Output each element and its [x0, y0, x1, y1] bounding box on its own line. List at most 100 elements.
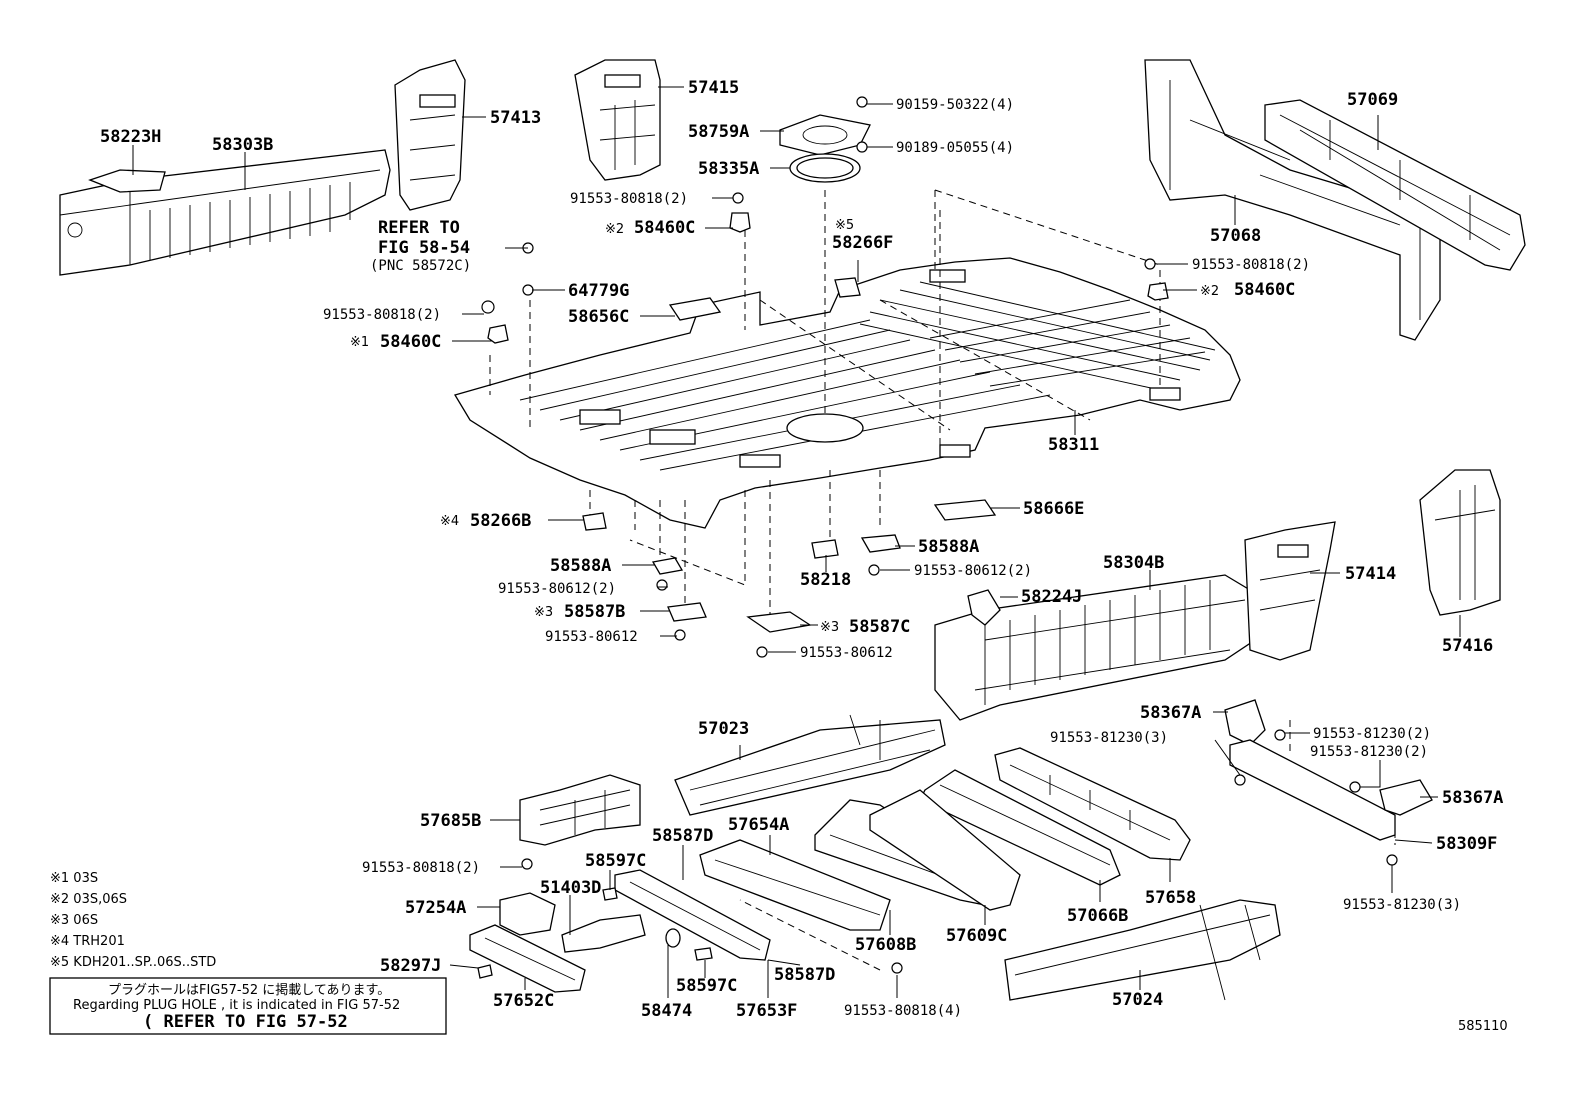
rail-57069	[1264, 99, 1526, 271]
label-57416: 57416	[1442, 636, 1493, 656]
bracket-58367A-b	[1379, 779, 1433, 816]
label-58367A-top: 58367A	[1140, 703, 1201, 723]
label-58303B: 58303B	[212, 135, 273, 155]
rail-57652C	[469, 924, 586, 993]
label-58666E: 58666E	[1023, 499, 1084, 519]
label-58224J: 58224J	[1021, 587, 1082, 607]
bolt-icons	[481, 96, 1398, 974]
label-91553-80612-right: 91553-80612	[800, 645, 893, 661]
label-57609C: 57609C	[946, 926, 1007, 946]
label-58335A: 58335A	[698, 159, 759, 179]
label-58597C-bottom: 58597C	[676, 976, 737, 996]
bracket-58367A-a	[1224, 699, 1266, 746]
label-57653F: 57653F	[736, 1001, 797, 1021]
label-57413: 57413	[490, 108, 541, 128]
bracket-51403D	[561, 914, 646, 953]
label-58304B: 58304B	[1103, 553, 1164, 573]
label-58588A-left: 58588A	[550, 556, 611, 576]
bracket-58266F	[834, 277, 861, 298]
label-57654A: 57654A	[728, 815, 789, 835]
assembly-lines	[489, 189, 1396, 971]
label-58311: 58311	[1048, 435, 1099, 455]
label-91553-81230-2-top: 91553-81230(2)	[1313, 726, 1431, 742]
mark-2-right: ※2	[1200, 284, 1219, 299]
label-91553-80818-2-lower: 91553-80818(2)	[362, 860, 480, 876]
label-58266F: 58266F	[832, 233, 893, 253]
label-91553-80818-left: 91553-80818(2)	[323, 307, 441, 323]
legend-item-4: ※4 TRH201	[50, 934, 125, 949]
label-57066B: 57066B	[1067, 906, 1128, 926]
label-58460C-left: 58460C	[380, 332, 441, 352]
cross-member-58303B	[59, 149, 391, 276]
label-58587D-left: 58587D	[652, 826, 713, 846]
mark-2-top: ※2	[605, 222, 624, 237]
label-58297J: 58297J	[380, 956, 441, 976]
rail-57023	[674, 714, 946, 816]
label-57254A: 57254A	[405, 898, 466, 918]
bracket-57254A	[499, 892, 556, 936]
label-58587D-right: 58587D	[774, 965, 835, 985]
legend-item-2: ※2 03S,06S	[50, 892, 127, 907]
label-58656C: 58656C	[568, 307, 629, 327]
label-91553-80612-2-left: 91553-80612(2)	[498, 581, 616, 597]
label-57414: 57414	[1345, 564, 1396, 584]
pillar-57414	[1244, 521, 1336, 661]
bracket-58666E	[933, 499, 997, 521]
mark-1: ※1	[350, 335, 369, 350]
bracket-58223H	[88, 169, 166, 193]
mark-5: ※5	[835, 218, 854, 233]
label-57415: 57415	[688, 78, 739, 98]
label-57023: 57023	[698, 719, 749, 739]
label-58587B: 58587B	[564, 602, 625, 622]
refer-line1: REFER TO	[378, 218, 460, 238]
pillar-57413	[394, 59, 466, 211]
label-57068: 57068	[1210, 226, 1261, 246]
label-58474: 58474	[641, 1001, 692, 1021]
label-91553-80612-left: 91553-80612	[545, 629, 638, 645]
label-91553-81230-2-mid: 91553-81230(2)	[1310, 744, 1428, 760]
label-57608B: 57608B	[855, 935, 916, 955]
legend-item-5: ※5 KDH201..SP..06S..STD	[50, 955, 216, 970]
label-58759A: 58759A	[688, 122, 749, 142]
brackets-58460C	[487, 212, 1169, 344]
label-91553-81230-3-bottom: 91553-81230(3)	[1343, 897, 1461, 913]
label-90189-05055: 90189-05055(4)	[896, 140, 1014, 156]
label-58460C-top: 58460C	[634, 218, 695, 238]
label-91553-80818-top: 91553-80818(2)	[570, 191, 688, 207]
label-58597C-top: 58597C	[585, 851, 646, 871]
cover-58759A	[779, 114, 871, 156]
leader-lines	[132, 86, 1461, 998]
note-box: プラグホールはFIG57-52 に掲載してあります。 Regarding PLU…	[49, 977, 447, 1035]
label-58587C: 58587C	[849, 617, 910, 637]
note-en: Regarding PLUG HOLE , it is indicated in…	[73, 998, 400, 1013]
label-57685B: 57685B	[420, 811, 481, 831]
legend-item-3: ※3 06S	[50, 913, 98, 928]
note-jp: プラグホールはFIG57-52 に掲載してあります。	[108, 982, 390, 998]
label-58588A-right: 58588A	[918, 537, 979, 557]
plates-small	[651, 534, 901, 633]
part-labels: 58223H 58303B 57413 57415 58759A 58335A …	[100, 78, 1503, 1021]
label-91553-80818-right: 91553-80818(2)	[1192, 257, 1310, 273]
label-58460C-right: 58460C	[1234, 280, 1295, 300]
label-58218: 58218	[800, 570, 851, 590]
label-51403D: 51403D	[540, 878, 601, 898]
label-57658: 57658	[1145, 888, 1196, 908]
bracket-58266B	[582, 512, 607, 531]
rail-57068	[1144, 59, 1441, 341]
note-ref: ( REFER TO FIG 57-52	[143, 1012, 348, 1032]
pillar-57416	[1419, 469, 1501, 616]
mark-3-right: ※3	[820, 620, 839, 635]
mark-4: ※4	[440, 514, 459, 529]
refer-line2: FIG 58-54	[378, 238, 470, 258]
pillar-57415	[574, 59, 661, 181]
cross-member-58304B	[934, 574, 1256, 721]
label-91553-80612-2-right: 91553-80612(2)	[914, 563, 1032, 579]
crossbar-58309F	[1229, 739, 1396, 841]
bracket-58224J	[967, 589, 1001, 626]
label-57024: 57024	[1112, 990, 1163, 1010]
label-58223H: 58223H	[100, 127, 161, 147]
label-58367A-right: 58367A	[1442, 788, 1503, 808]
label-57652C: 57652C	[493, 991, 554, 1011]
diagram-id: 585110	[1458, 1019, 1508, 1034]
